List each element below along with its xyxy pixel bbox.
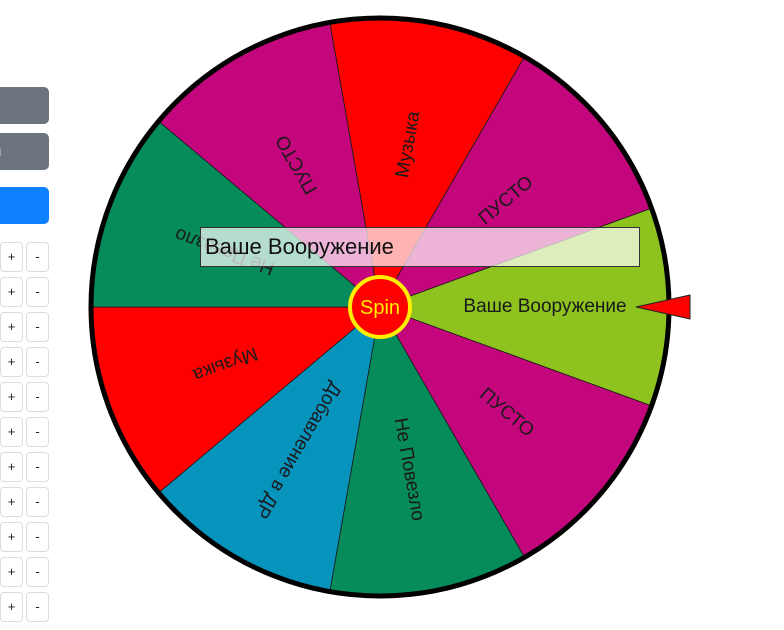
decrease-button[interactable]: -	[26, 557, 49, 587]
increase-button[interactable]: +	[0, 347, 23, 377]
decrease-button[interactable]: -	[26, 347, 49, 377]
panel-button-2[interactable]: ч	[0, 133, 49, 170]
increase-button[interactable]: +	[0, 417, 23, 447]
increase-button[interactable]: +	[0, 242, 23, 272]
spin-hub[interactable]	[348, 275, 412, 339]
spin-button[interactable]: Spin	[348, 275, 412, 339]
panel-button-primary[interactable]	[0, 187, 49, 224]
decrease-button[interactable]: -	[26, 277, 49, 307]
wheel-pointer-icon	[635, 294, 691, 320]
increase-button[interactable]: +	[0, 312, 23, 342]
increase-button[interactable]: +	[0, 382, 23, 412]
increase-button[interactable]: +	[0, 592, 23, 622]
increase-button[interactable]: +	[0, 487, 23, 517]
decrease-button[interactable]: -	[26, 382, 49, 412]
result-display: Ваше Вооружение	[200, 227, 640, 267]
decrease-button[interactable]: -	[26, 452, 49, 482]
panel-button-1[interactable]	[0, 87, 49, 124]
increase-button[interactable]: +	[0, 277, 23, 307]
increase-button[interactable]: +	[0, 452, 23, 482]
decrease-button[interactable]: -	[26, 522, 49, 552]
decrease-button[interactable]: -	[26, 312, 49, 342]
increase-button[interactable]: +	[0, 557, 23, 587]
increase-button[interactable]: +	[0, 522, 23, 552]
decrease-button[interactable]: -	[26, 242, 49, 272]
wheel-segment-label: Ваше Вооружение	[463, 296, 626, 317]
decrease-button[interactable]: -	[26, 592, 49, 622]
decrease-button[interactable]: -	[26, 487, 49, 517]
decrease-button[interactable]: -	[26, 417, 49, 447]
spin-label[interactable]: Spin	[360, 297, 400, 319]
